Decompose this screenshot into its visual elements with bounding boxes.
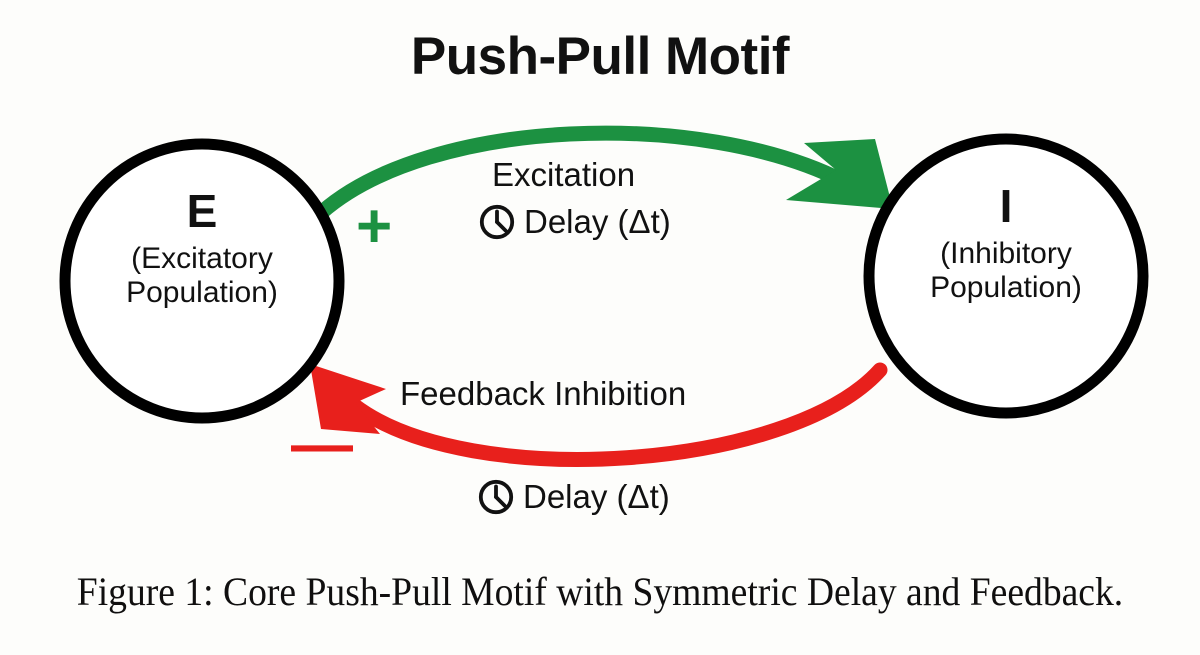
excitatory-arrow-curve [314, 125, 853, 220]
inhibitory-arrow-curve [347, 362, 888, 467]
inhibitory-arrow-head [310, 364, 386, 434]
clock-icon [477, 478, 515, 516]
inhibitory-arrow [310, 362, 888, 467]
inhibitory-minus-sign: — [291, 410, 353, 479]
excitation-delay-label: Delay (Δt) [478, 203, 671, 241]
feedback-inhibition-label: Feedback Inhibition [400, 375, 687, 412]
figure-caption: Figure 1: Core Push-Pull Motif with Symm… [76, 569, 1124, 614]
inhibition-delay-label: Delay (Δt) [477, 478, 670, 516]
node-circle-e[interactable] [59, 138, 345, 424]
excitatory-arrow-head [786, 139, 893, 209]
figure-title: Push-Pull Motif [410, 27, 790, 86]
excitation-delay-text: Delay (Δt) [524, 202, 671, 240]
excitatory-plus-sign: + [356, 192, 393, 261]
node-circle-i[interactable] [863, 133, 1149, 419]
clock-icon [478, 203, 516, 241]
excitation-label: Excitation [492, 156, 636, 193]
excitatory-arrow [314, 125, 893, 220]
inhibition-delay-text: Delay (Δt) [523, 477, 670, 515]
